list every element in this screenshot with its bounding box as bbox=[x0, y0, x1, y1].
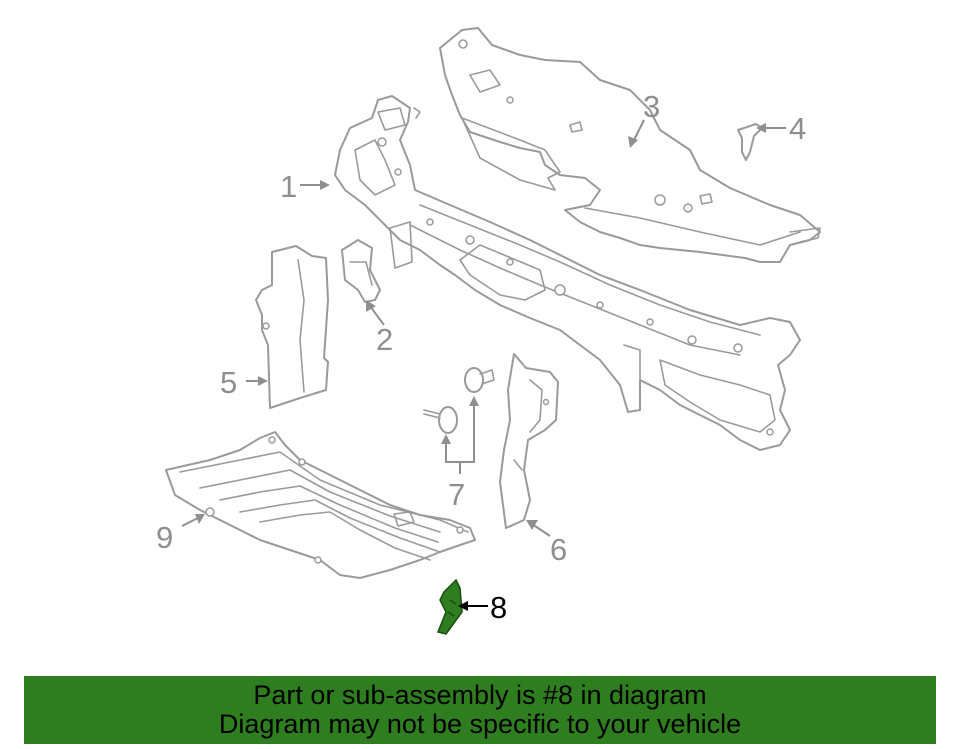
part-9-splash-shield[interactable] bbox=[165, 431, 476, 579]
callout-4-label: 4 bbox=[789, 111, 806, 146]
part-7-fasteners[interactable] bbox=[423, 367, 495, 434]
callout-5-label: 5 bbox=[220, 365, 237, 400]
callout-1: 1 bbox=[280, 169, 330, 204]
callout-3: 3 bbox=[628, 89, 660, 148]
callout-3-label: 3 bbox=[643, 89, 660, 124]
callout-5: 5 bbox=[220, 365, 268, 400]
part-2-bracket[interactable] bbox=[341, 239, 381, 303]
callout-6: 6 bbox=[526, 520, 567, 567]
banner-line-1: Part or sub-assembly is #8 in diagram bbox=[253, 680, 707, 710]
callout-7: 7 bbox=[441, 396, 479, 512]
part-6-air-guide[interactable] bbox=[499, 353, 559, 529]
callout-7-label: 7 bbox=[448, 477, 465, 512]
callout-2-label: 2 bbox=[376, 322, 393, 357]
parts-diagram: 1 2 3 4 5 6 7 8 9 bbox=[156, 27, 821, 635]
callout-9: 9 bbox=[156, 514, 205, 555]
callout-2: 2 bbox=[366, 300, 393, 357]
callout-8: 8 bbox=[458, 590, 507, 625]
callout-6-label: 6 bbox=[550, 532, 567, 567]
info-banner: Part or sub-assembly is #8 in diagram Di… bbox=[24, 676, 936, 744]
banner-line-2: Diagram may not be specific to your vehi… bbox=[218, 709, 742, 739]
part-5-air-guide[interactable] bbox=[255, 245, 329, 409]
callout-9-label: 9 bbox=[156, 520, 173, 555]
callout-1-label: 1 bbox=[280, 169, 297, 204]
part-8-highlighted-bracket[interactable] bbox=[436, 578, 463, 635]
callout-8-label: 8 bbox=[490, 590, 507, 625]
part-1-radiator-support[interactable] bbox=[334, 95, 801, 451]
part-4-push-clip[interactable] bbox=[737, 123, 763, 161]
callout-4: 4 bbox=[756, 111, 806, 146]
